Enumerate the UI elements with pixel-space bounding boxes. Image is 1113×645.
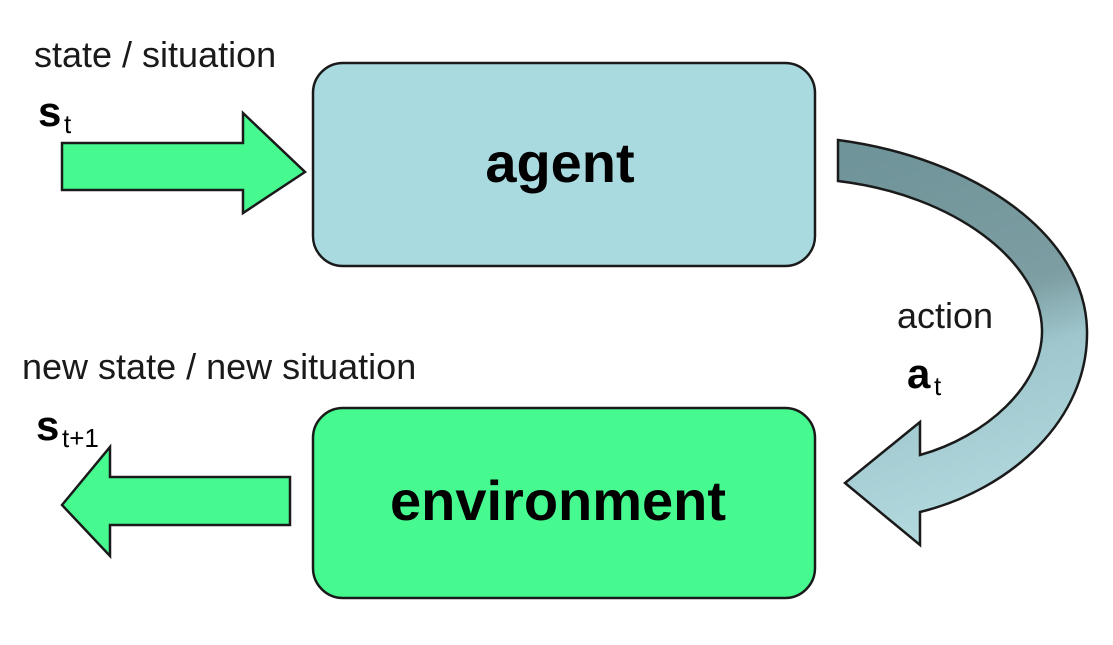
caption-state-situation: state / situation (34, 34, 276, 75)
symbol-state-t: s t (38, 88, 72, 139)
symbol-action-t-main: a (907, 350, 931, 397)
caption-action: action (897, 295, 993, 336)
agent-box-label: agent (485, 131, 634, 194)
arrow-action (836, 138, 1089, 548)
symbol-state-t-sub: t (64, 109, 72, 139)
caption-new-state: new state / new situation (22, 346, 416, 387)
symbol-new-state-sub: t+1 (62, 423, 99, 453)
action-arrow-shape (836, 138, 1089, 548)
arrow-state-in (60, 110, 307, 216)
node-agent[interactable]: agent (311, 61, 817, 268)
symbol-action-t: a t (907, 350, 942, 401)
symbol-state-t-main: s (38, 88, 61, 135)
agent-box-shape (311, 61, 817, 268)
environment-box-label: environment (390, 469, 726, 532)
symbol-action-t-sub: t (934, 371, 942, 401)
state-in-arrow-shape (60, 110, 307, 216)
node-environment[interactable]: environment (311, 406, 817, 600)
environment-box-shape (311, 406, 817, 600)
symbol-new-state: s t+1 (36, 402, 99, 453)
arrow-new-state-out (60, 443, 292, 560)
new-state-out-arrow-shape (60, 443, 292, 560)
symbol-new-state-main: s (36, 402, 59, 449)
